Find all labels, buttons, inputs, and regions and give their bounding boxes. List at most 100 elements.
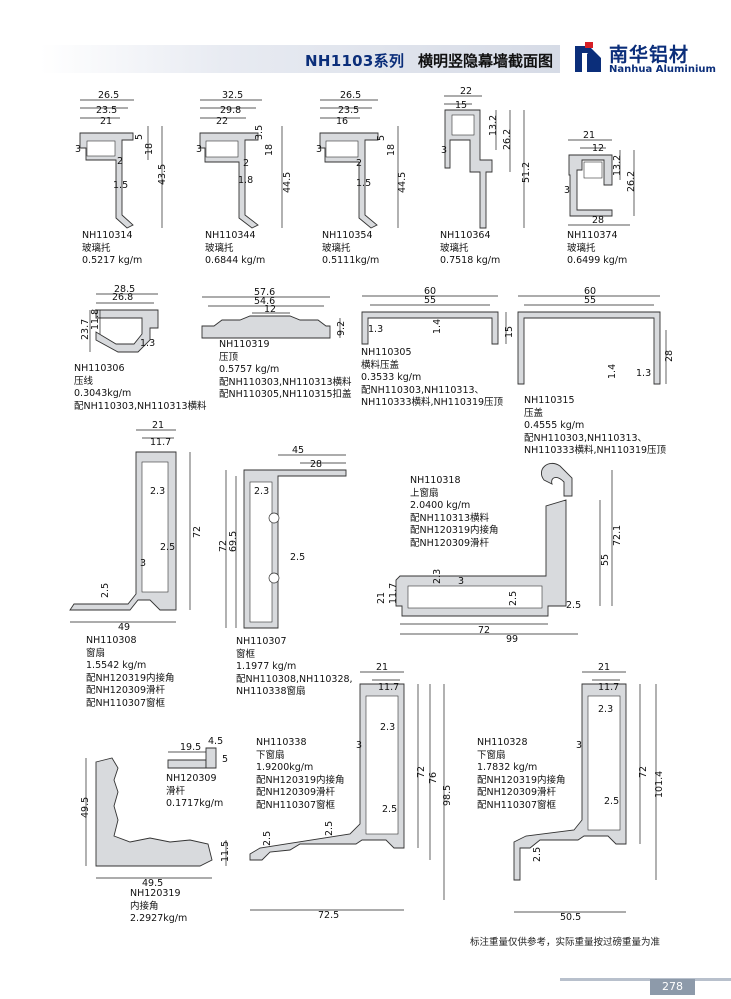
part-fit: 配NH110313横料 (410, 512, 490, 524)
dim-label: 2.5 (100, 583, 111, 598)
part-code: NH110318 (410, 475, 461, 486)
part-nh110314: NH110314 玻璃托 0.5217 kg/m (82, 230, 142, 268)
part-name: 玻璃托 (82, 242, 111, 254)
dim-label: 21 (583, 130, 595, 141)
dim-label: 2.5 (262, 831, 273, 846)
part-name: 下窗扇 (477, 749, 506, 761)
part-fit: 配NH120309滑杆 (477, 787, 557, 798)
dim-label: 2.3 (598, 704, 613, 715)
dim-label: 9.2 (336, 321, 347, 336)
part-fit: 配NH120319内接角 (256, 774, 345, 786)
part-fit: 配NH120319内接角 (86, 672, 175, 684)
dim-label: 18 (386, 144, 397, 156)
dim-label: 1.8 (238, 175, 253, 186)
dim-label: 13.2 (612, 155, 623, 176)
dim-label: 2.5 (382, 804, 397, 815)
dim-label: 15 (455, 100, 467, 111)
dim-label: 32.5 (222, 90, 243, 101)
dim-label: 18 (144, 143, 155, 155)
part-code: NH110307 (236, 636, 287, 647)
dim-label: 1.3 (140, 338, 155, 349)
part-code: NH110338 (256, 737, 307, 748)
dim-label: 21 (376, 662, 388, 673)
dim-label: 2.5 (566, 600, 581, 611)
profile-nh110344: 32.5 29.8 22 3 2 1.8 3.5 18 44.5 (196, 90, 293, 229)
dim-label: 45 (292, 445, 304, 456)
dim-label: 2.5 (160, 542, 175, 553)
dim-label: 3 (356, 740, 362, 751)
dim-label: 72.5 (318, 910, 339, 921)
profile-nh110305: 60 55 1.3 1.4 15 (361, 286, 515, 345)
profile-nh110364: 22 15 3 13.2 26.2 51.2 (441, 86, 532, 229)
profile-nh120319: 49.5 11.5 49.5 (80, 757, 231, 889)
part-name: 玻璃托 (440, 242, 469, 254)
part-name: 内接角 (130, 900, 159, 912)
footer-rule (560, 978, 731, 981)
dim-label: 2.5 (532, 847, 543, 862)
part-nh120309: NH120309 滑杆 0.1717kg/m (166, 773, 223, 811)
part-name: 压线 (74, 375, 94, 387)
dim-label: 55 (600, 554, 611, 566)
dim-label: 1.5 (113, 180, 128, 191)
dim-label: 3.5 (254, 125, 265, 140)
profile-nh110307: 45 28 2.3 2.5 72 69.5 (218, 445, 347, 629)
part-code: NH110364 (440, 230, 491, 241)
dim-label: 23.5 (96, 105, 117, 116)
dim-label: 101.4 (654, 771, 665, 798)
part-weight: 0.5111kg/m (322, 255, 380, 266)
dim-label: 3 (75, 144, 81, 155)
part-name: 窗框 (236, 648, 256, 660)
part-fit: 配NH110307窗框 (86, 697, 166, 709)
dim-label: 11.7 (388, 583, 399, 604)
dim-label: 12 (264, 304, 276, 315)
part-name: 横料压盖 (361, 359, 400, 371)
dim-label: 2.3 (432, 569, 443, 584)
dim-label: 23.5 (338, 105, 359, 116)
dim-label: 28 (592, 215, 604, 226)
dim-label: 21 (152, 420, 164, 431)
dim-label: 2 (243, 158, 249, 169)
dim-label: 98.5 (442, 785, 453, 806)
part-code: NH110328 (477, 737, 528, 748)
part-nh110315: NH110315 压盖 0.4555 kg/m 配NH110303,NH1103… (524, 395, 666, 458)
dim-label: 3 (564, 185, 570, 196)
dim-label: 69.5 (228, 531, 239, 552)
dim-label: 18 (264, 144, 275, 156)
dim-label: 1.3 (368, 324, 383, 335)
dim-label: 23.7 (80, 319, 91, 340)
profile-nh110338: 21 11.7 2.3 3 2.5 2.5 2.5 72 76 98.5 72.… (249, 662, 453, 921)
part-nh120319: NH120319 内接角 2.2927kg/m (130, 888, 187, 926)
profile-nh120309: 19.5 4.5 5 (167, 736, 228, 769)
part-weight: 0.3533 kg/m (361, 372, 422, 383)
dim-label: 2.5 (324, 821, 335, 836)
profile-nh110308: 21 11.7 2.3 2.5 3 2.5 49 72 (69, 420, 203, 633)
part-nh110328: NH110328 下窗扇 1.7832 kg/m 配NH120319内接角 配N… (477, 737, 566, 812)
part-weight: 1.9200kg/m (256, 762, 314, 773)
dim-label: 26.2 (626, 171, 637, 192)
part-nh110354: NH110354 玻璃托 0.5111kg/m (322, 230, 379, 268)
part-name: 玻璃托 (322, 242, 351, 254)
dim-label: 60 (424, 286, 436, 297)
page-header: NH1103系列 横明竖隐幕墙截面图 南华铝材 Nanhua Aluminium (0, 0, 731, 80)
dim-label: 1.3 (636, 368, 651, 379)
dim-label: 60 (584, 286, 596, 297)
logo-chinese: 南华铝材 (609, 44, 690, 66)
dim-label: 22 (460, 86, 472, 97)
dim-label: 26.5 (340, 90, 361, 101)
part-weight: 1.1977 kg/m (236, 661, 297, 672)
dim-label: 26.5 (98, 90, 119, 101)
dim-label: 28 (664, 350, 675, 362)
dim-label: 11.7 (598, 682, 619, 693)
profile-nh110328: 21 11.7 2.3 3 2.5 2.5 72 101.4 50.5 (513, 662, 665, 923)
part-fit: 配NH110303,NH110313横料 (74, 400, 207, 412)
profile-nh110315: 60 55 1.4 1.3 28 (517, 286, 675, 385)
part-fit: NH110333横料,NH110319压顶 (361, 397, 504, 408)
part-fit: 配NH110303,NH110313横料 (219, 376, 352, 388)
dim-label: 44.5 (397, 172, 408, 193)
part-name: 玻璃托 (567, 242, 596, 254)
dim-label: 57.6 (254, 287, 275, 298)
dim-label: 2.3 (380, 722, 395, 733)
dim-label: 76 (428, 772, 439, 784)
dim-label: 55 (424, 295, 436, 306)
